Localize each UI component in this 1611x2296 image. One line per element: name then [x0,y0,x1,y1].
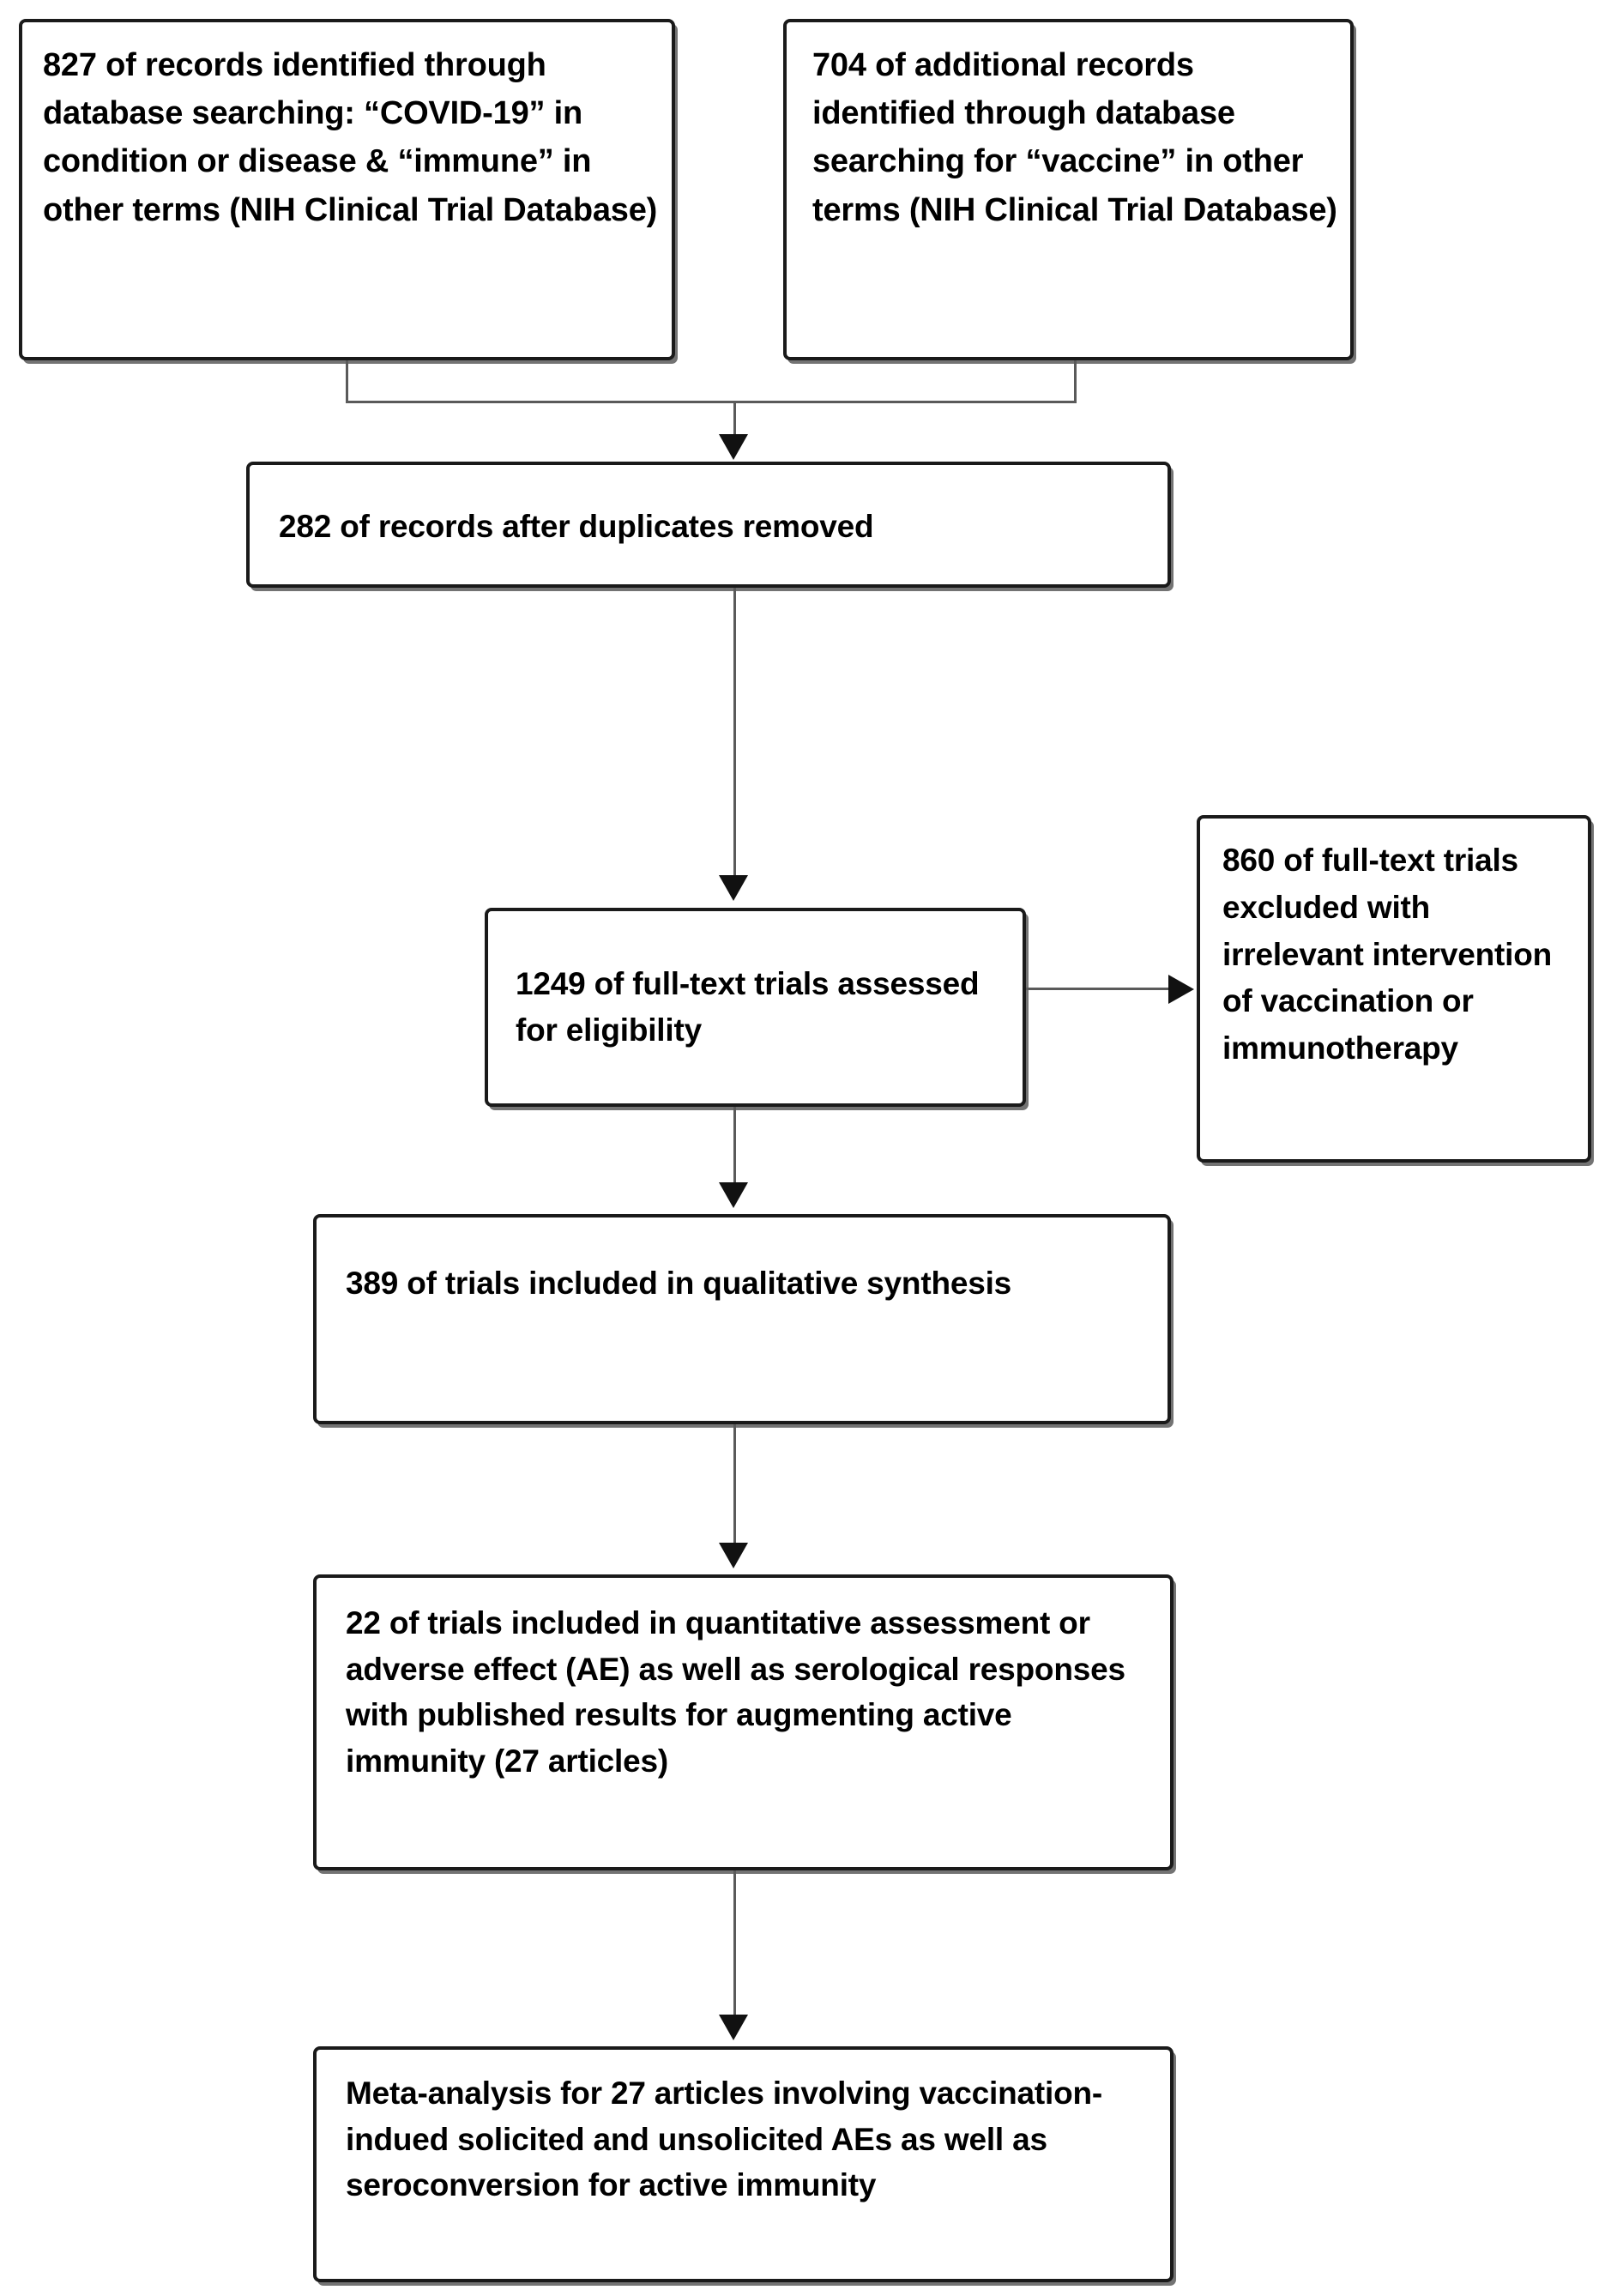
node-trials-qualitative-synthesis-label: 389 of trials included in qualitative sy… [346,1266,1012,1301]
node-records-identified-database-label: 827 of records identified through databa… [43,47,658,228]
node-trials-quantitative-assessment-label: 22 of trials included in quantitative as… [346,1605,1125,1779]
node-meta-analysis: Meta-analysis for 27 articles involving … [313,2046,1174,2282]
arrowhead-to-excluded [1168,975,1194,1004]
node-trials-quantitative-assessment: 22 of trials included in quantitative as… [313,1574,1174,1870]
arrowhead-to-quantitative [719,1543,748,1568]
node-full-text-trials-assessed-label: 1249 of full-text trials assessed for el… [516,966,980,1048]
node-records-after-duplicates-removed-label: 282 of records after duplicates removed [279,509,874,544]
connector-merge-drop [733,401,736,442]
connector-eligibility-to-qualitative [733,1107,736,1186]
connector-quantitative-to-meta [733,1870,736,2018]
connector-identified-db-stem [346,360,348,403]
node-additional-records-identified-label: 704 of additional records identified thr… [812,47,1337,228]
connector-merge-bar [346,401,1077,403]
node-meta-analysis-label: Meta-analysis for 27 articles involving … [346,2075,1103,2203]
node-records-identified-database: 827 of records identified through databa… [19,19,675,360]
arrowhead-to-meta-analysis [719,2015,748,2040]
node-records-after-duplicates-removed: 282 of records after duplicates removed [246,462,1171,588]
connector-duplicates-to-eligibility [733,588,736,879]
arrowhead-to-qualitative [719,1182,748,1208]
node-full-text-trials-assessed: 1249 of full-text trials assessed for el… [485,908,1026,1107]
node-full-text-trials-excluded: 860 of full-text trials excluded with ir… [1197,815,1591,1163]
node-trials-qualitative-synthesis: 389 of trials included in qualitative sy… [313,1214,1171,1424]
connector-eligibility-to-excluded [1026,988,1172,990]
arrowhead-to-eligibility [719,875,748,901]
node-full-text-trials-excluded-label: 860 of full-text trials excluded with ir… [1222,843,1553,1066]
node-additional-records-identified: 704 of additional records identified thr… [783,19,1354,360]
connector-identified-vaccine-stem [1074,360,1077,403]
connector-qualitative-to-quantitative [733,1424,736,1546]
arrowhead-to-duplicates [719,434,748,460]
